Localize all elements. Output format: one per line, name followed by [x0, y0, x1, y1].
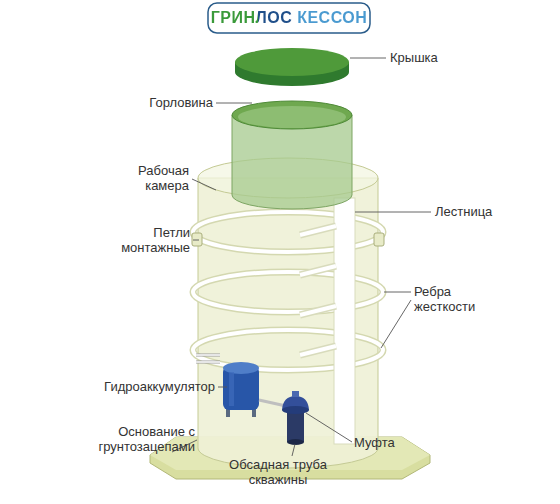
tank-top	[223, 362, 259, 374]
ladder-rung-shade	[300, 306, 336, 315]
lid-top	[235, 48, 349, 76]
ladder-rung	[300, 266, 336, 275]
leader-line	[292, 444, 295, 456]
leader-line	[193, 240, 199, 241]
part-label: Петли монтажные	[110, 225, 190, 255]
mounting-loop	[374, 233, 384, 246]
leader-line	[381, 300, 411, 348]
ladder-rung-shade	[300, 346, 336, 355]
casing-pipe-end	[287, 439, 304, 445]
tank-highlight	[229, 372, 234, 406]
ladder-rung	[300, 346, 336, 355]
leader-line	[216, 103, 252, 104]
part-label: Муфта	[354, 435, 434, 450]
title-box: ГРИНЛОС КЕССОН	[208, 3, 370, 33]
part-label: Гидроаккумулятор	[80, 379, 215, 394]
part-label: Ребра жесткости	[414, 284, 494, 314]
part-label: Горловина	[108, 95, 213, 110]
leader-line	[306, 413, 352, 442]
coupling-rim	[282, 406, 309, 414]
casing-pipe	[287, 410, 304, 442]
ladder-rung	[300, 306, 336, 315]
pipe	[196, 361, 220, 364]
pipe	[259, 400, 286, 406]
pipe	[196, 354, 220, 356]
neck-top	[232, 101, 352, 129]
leader-line	[350, 58, 386, 59]
title-frame	[208, 3, 370, 33]
leader-line	[192, 179, 216, 190]
part-label: Рабочая камера	[119, 163, 189, 193]
part-label: Обсадная труба скважины	[222, 457, 334, 487]
leader-line	[384, 292, 411, 293]
title: ГРИНЛОС КЕССОН	[211, 3, 368, 33]
ladder-rung-shade	[300, 266, 336, 275]
leader-line	[218, 387, 227, 388]
chamber-body	[198, 178, 378, 468]
pipe	[196, 354, 220, 357]
part-label: Основание с грунтозацепами	[75, 424, 195, 454]
coupling-cap	[292, 391, 299, 397]
part-label: Крышка	[390, 50, 480, 65]
neck-opening	[238, 106, 346, 128]
part-label: Лестница	[435, 204, 535, 219]
ladder-rail	[334, 198, 355, 444]
ladder-rung-shade	[300, 226, 336, 235]
leader-line	[355, 212, 431, 213]
mounting-loop	[192, 233, 202, 246]
pipe	[196, 361, 220, 363]
ladder-rung	[300, 226, 336, 235]
